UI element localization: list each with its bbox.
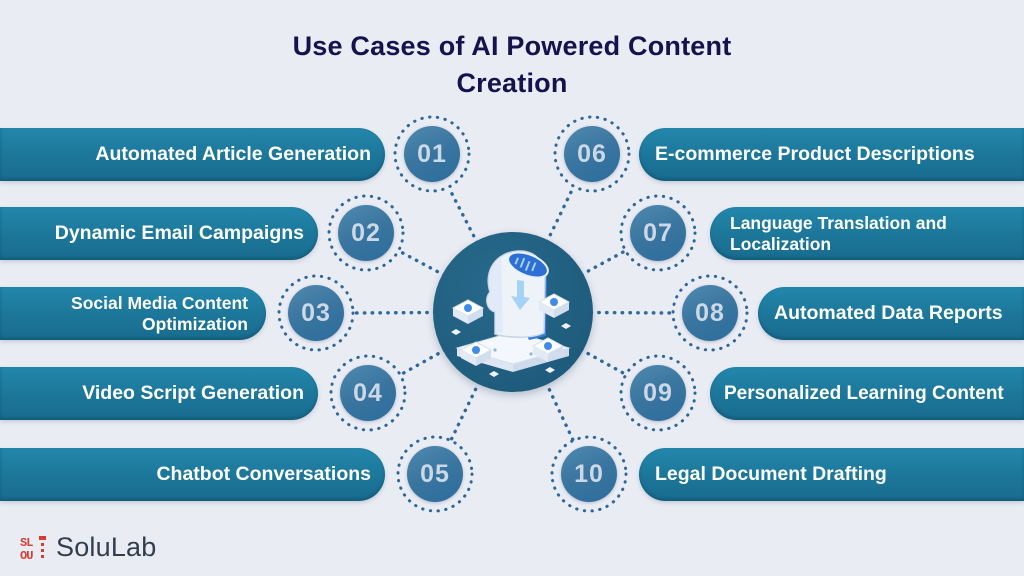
page-title-line2: Creation	[456, 68, 568, 98]
banner-use-case-9: Personalized Learning Content	[710, 367, 1024, 420]
banner-use-case-8: Automated Data Reports	[758, 287, 1024, 340]
banner-use-case-1: Automated Article Generation	[0, 128, 385, 181]
number-badge-02: 02	[338, 205, 394, 261]
banner-use-case-5: Chatbot Conversations	[0, 448, 385, 501]
solulab-logo-icon: SL OU	[20, 535, 46, 562]
solulab-logo: SL OU SoluLab	[20, 532, 157, 563]
number-badge-09: 09	[630, 365, 686, 421]
ai-head-illustration	[451, 250, 571, 377]
banner-use-case-2: Dynamic Email Campaigns	[0, 207, 318, 260]
banner-use-case-10: Legal Document Drafting	[639, 448, 1024, 501]
svg-text:OU: OU	[20, 549, 33, 562]
banner-label: Automated Article Generation	[95, 143, 371, 166]
device-box	[459, 341, 493, 366]
device-box	[531, 337, 565, 362]
banner-label: Video Script Generation	[82, 382, 304, 405]
banner-label: Legal Document Drafting	[655, 463, 887, 486]
device-box	[451, 299, 485, 324]
number-badge-07: 07	[630, 205, 686, 261]
banner-label: Dynamic Email Campaigns	[54, 222, 304, 245]
banner-label: Personalized Learning Content	[724, 382, 1004, 404]
number-badge-05: 05	[407, 446, 463, 502]
page-title-line1: Use Cases of AI Powered Content	[292, 31, 732, 61]
banner-label: Automated Data Reports	[774, 302, 1003, 325]
banner-use-case-7: Language Translation and Localization	[710, 207, 1024, 260]
dotted-rings	[277, 115, 749, 513]
device-box	[537, 293, 571, 318]
banner-use-case-6: E-commerce Product Descriptions	[639, 128, 1024, 181]
number-badge-01: 01	[404, 126, 460, 182]
floating-diamonds	[451, 323, 571, 377]
download-arrow	[511, 280, 530, 310]
svg-text:SL: SL	[20, 536, 33, 550]
banner-label: Social Media Content Optimization	[71, 293, 248, 334]
number-badge-10: 10	[561, 446, 617, 502]
number-badge-04: 04	[340, 365, 396, 421]
open-skull-panel	[507, 251, 549, 279]
face-shading	[486, 256, 503, 334]
banner-label: E-commerce Product Descriptions	[655, 143, 975, 166]
number-badge-08: 08	[682, 285, 738, 341]
solulab-logo-text: SoluLab	[56, 532, 157, 562]
banner-label: Chatbot Conversations	[156, 463, 371, 486]
number-badge-03: 03	[288, 285, 344, 341]
banner-use-case-4: Video Script Generation	[0, 367, 318, 420]
page-title: Use Cases of AI Powered Content Creation	[0, 28, 1024, 102]
center-hub	[433, 232, 593, 392]
banner-label: Language Translation and Localization	[730, 213, 947, 254]
number-badge-06: 06	[564, 126, 620, 182]
banner-use-case-3: Social Media Content Optimization	[0, 287, 266, 340]
